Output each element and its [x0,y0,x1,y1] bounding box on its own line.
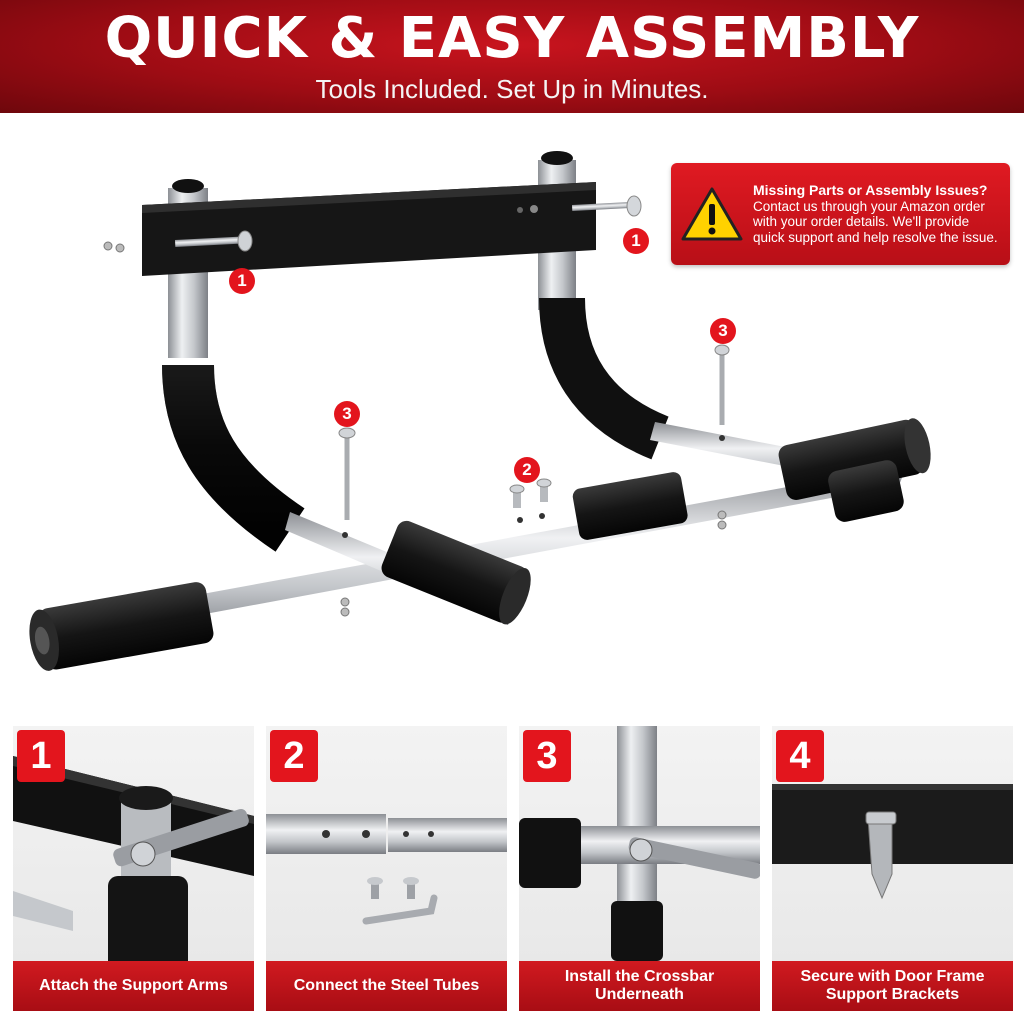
step-number: 4 [776,730,824,782]
warning-icon [681,187,743,241]
support-text: Missing Parts or Assembly Issues? Contac… [753,182,1000,245]
callout-badge: 1 [623,228,649,254]
foam-grip-front-center [381,520,531,625]
step-card-3: 3 Install the Crossbar Underneath [519,726,760,1011]
step-card-1: 1 Attach the Support Arms [13,726,254,1011]
foam-grip-center [572,472,688,540]
callout-badge: 3 [710,318,736,344]
callout-badge: 3 [334,401,360,427]
callout-badge: 2 [514,457,540,483]
support-body: Contact us through your Amazon order wit… [753,198,998,245]
right-foam-arm [539,297,670,460]
pull-up-bar-illustration [29,151,931,671]
step-number: 3 [523,730,571,782]
header-banner: QUICK & EASY ASSEMBLY Tools Included. Se… [0,0,1024,113]
step-caption: Attach the Support Arms [13,961,254,1011]
step-caption: Install the Crossbar Underneath [519,961,760,1011]
support-notice: Missing Parts or Assembly Issues? Contac… [671,163,1010,265]
step-number: 2 [270,730,318,782]
step-card-4: 4 Secure with Door Frame Support Bracket… [772,726,1013,1011]
step-card-2: 2 Connect the Steel Tubes [266,726,507,1011]
callout-badge: 1 [229,268,255,294]
step-1-photo [13,756,254,976]
step-caption: Connect the Steel Tubes [266,961,507,1011]
step-4-photo [772,784,1013,900]
step-caption: Secure with Door Frame Support Brackets [772,961,1013,1011]
page-title: QUICK & EASY ASSEMBLY [104,6,920,71]
step-3-photo [519,726,760,961]
foam-grip-left [29,582,214,671]
support-heading: Missing Parts or Assembly Issues? [753,182,988,198]
step-2-photo [266,814,507,925]
page-subtitle: Tools Included. Set Up in Minutes. [315,74,709,104]
step-number: 1 [17,730,65,782]
assembly-steps: 1 Attach the Support Arms 2 Connect the … [0,726,1024,1013]
